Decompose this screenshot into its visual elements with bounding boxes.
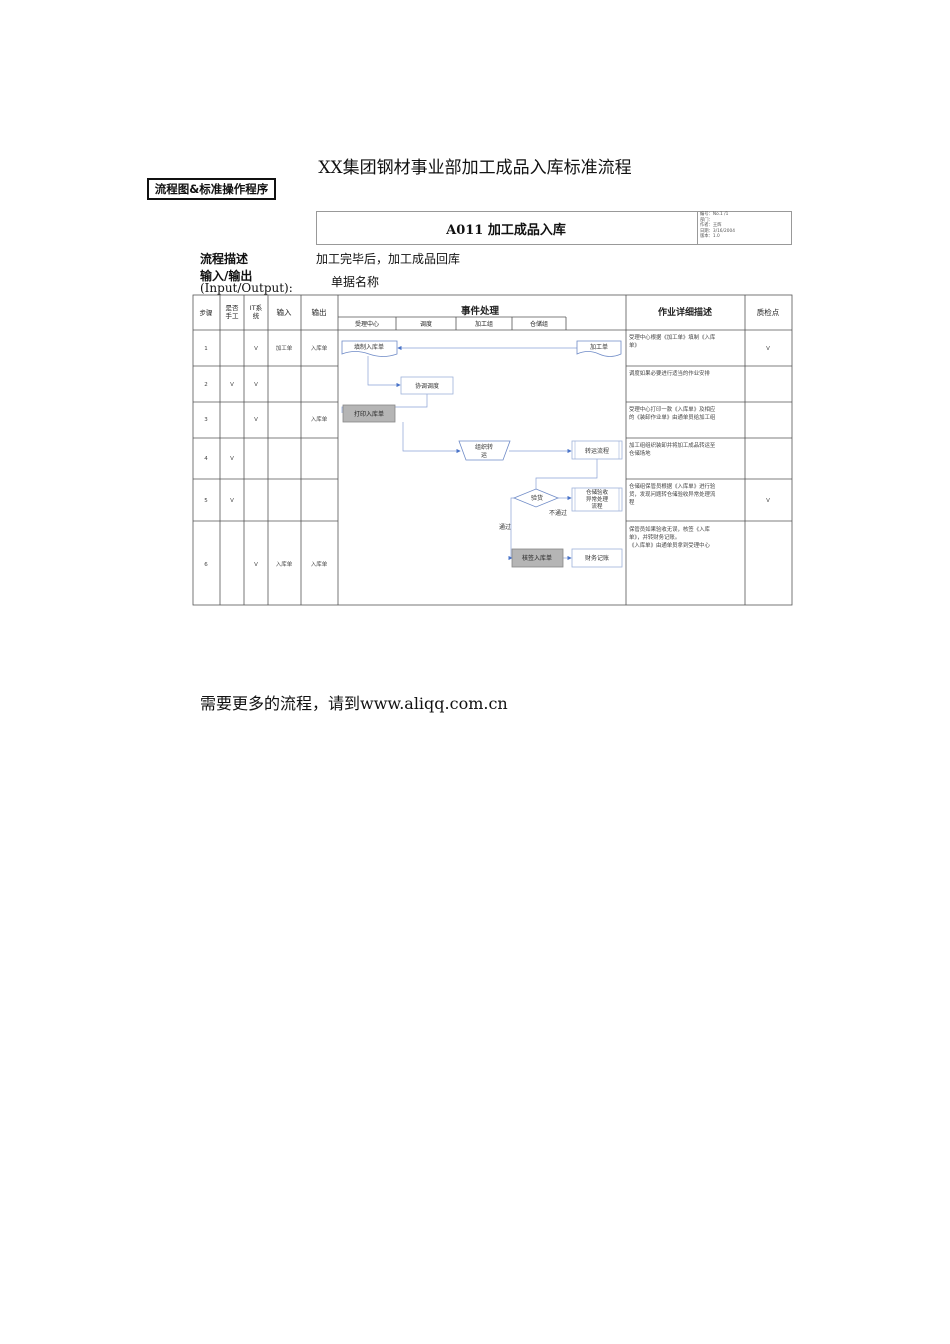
io-value: 单据名称 (331, 275, 380, 289)
detail-line: 保管员如果验收无误，核签《入库 (629, 525, 710, 533)
row-dividers (193, 365, 792, 522)
cell-output: 入库单 (311, 560, 328, 568)
meta-line: 日期：3/16/2004 (700, 228, 735, 234)
cell-step: 1 (204, 346, 208, 352)
cell-input: 加工单 (276, 344, 293, 352)
io-label: 输入/输出 (200, 269, 253, 283)
header-manual-1: 是否 (226, 304, 240, 312)
cell-step: 4 (204, 456, 208, 462)
header-detail: 作业详细描述 (658, 306, 712, 318)
flow-fail-label: 不通过 (549, 509, 567, 517)
flow-exception-box: 仓储验收 异常处理 流程 (571, 487, 623, 512)
detail-line: 加工组组织装卸并将加工成品转运至 (629, 441, 716, 449)
header-manual-2: 手工 (226, 311, 240, 320)
flow-exception-label: 仓储验收 (586, 488, 609, 496)
cell-qc: V (766, 498, 770, 504)
description-label: 流程描述 (200, 252, 249, 266)
detail-line: 受理中心根据《加工单》填制《入库 (629, 333, 716, 341)
detail-line: 单》，并转财务记账。 (629, 533, 680, 541)
detail-line: 仓储组保管员根据《入库单》进行验 (629, 482, 716, 490)
flow-finance-box: 财务记账 (571, 548, 623, 568)
flow-fill-out-doc: 填制入库单 (341, 340, 398, 357)
detail-line: 受理中心打印一款《入库单》及相应 (629, 405, 716, 413)
cell-qc: V (766, 346, 770, 352)
header-it-1: IT系 (250, 303, 263, 312)
flow-sign-box: 核签入库单 (511, 548, 564, 568)
flow-coordinate-box: 协调调度 (400, 376, 454, 395)
header-qc: 质检点 (757, 307, 780, 317)
flow-fill-out-label: 填制入库单 (354, 343, 384, 351)
cell-it: V (254, 346, 258, 352)
table-grid (192, 294, 793, 606)
flow-transfer-label: 转运流程 (585, 447, 609, 455)
connector (508, 497, 514, 561)
cell-it: V (254, 562, 258, 568)
lane-label: 仓储组 (530, 320, 548, 328)
cell-manual: V (230, 498, 234, 504)
description-value: 加工完毕后，加工成品回库 (316, 252, 461, 266)
meta-line: 作者：王辉 (700, 223, 722, 229)
flow-transfer-box: 转运流程 (571, 440, 623, 460)
connector (402, 422, 461, 454)
flow-organize-label: 运 (481, 451, 487, 459)
header-output: 输出 (312, 307, 327, 317)
cell-input: 入库单 (276, 560, 293, 568)
flow-exception-label: 异常处理 (586, 495, 609, 503)
header-divider (697, 211, 698, 245)
cell-output: 入库单 (311, 415, 328, 423)
flow-organize-label: 组织转 (475, 443, 493, 451)
flow-organize-shape: 组织转 运 (458, 440, 511, 461)
flow-pass-label: 通过 (499, 523, 511, 531)
header-it-2: 统 (253, 311, 260, 320)
detail-line: 仓储场地 (629, 449, 651, 457)
detail-line: 的《装卸作业单》由通单员给加工组 (629, 413, 716, 421)
detail-line: 程 (629, 498, 635, 506)
flow-print-label: 打印入库单 (354, 410, 384, 418)
cell-it: V (254, 417, 258, 423)
process-header-box (316, 211, 792, 245)
flow-process-order-doc: 加工单 (576, 340, 622, 357)
header-step: 步骤 (200, 308, 214, 317)
document-title: XX集团钢材事业部加工成品入库标准流程 (318, 158, 632, 178)
lane-label: 调度 (420, 320, 432, 328)
lane-label: 受理中心 (355, 320, 379, 328)
footer-note: 需要更多的流程，请到www.aliqq.com.cn (200, 694, 508, 713)
flow-finance-label: 财务记账 (585, 554, 609, 562)
cell-step: 6 (204, 562, 208, 568)
cell-step: 3 (204, 417, 208, 423)
cell-output: 入库单 (311, 344, 328, 352)
header-input: 输入 (277, 307, 292, 317)
process-header-title: A011 加工成品入库 (446, 223, 566, 238)
cell-it: V (254, 382, 258, 388)
meta-line: 部门： (700, 217, 713, 223)
flow-inspect-diamond: 验货 (512, 488, 560, 508)
flow-coordinate-label: 协调调度 (415, 382, 439, 390)
detail-line: 货，发现问题转仓储验收异常处理流 (629, 490, 716, 498)
connector (535, 459, 598, 490)
flow-print-box: 打印入库单 (342, 404, 396, 423)
cell-step: 2 (204, 382, 208, 388)
cell-step: 5 (204, 498, 208, 504)
meta-line: 编号：No.1 /1 (700, 212, 729, 217)
detail-line: 《入库单》由通单员拿到受理中心 (629, 541, 710, 549)
meta-line: 版本：1.0 (700, 234, 720, 240)
flow-exception-label: 流程 (591, 502, 603, 510)
cell-manual: V (230, 382, 234, 388)
lane-label: 加工组 (475, 320, 493, 328)
detail-line: 单》 (629, 341, 640, 349)
section-badge: 流程图&标准操作程序 (147, 178, 276, 200)
header-meta: 编号：No.1 /1 部门： 作者：王辉 日期：3/16/2004 版本：1.0 (700, 212, 735, 240)
io-label-en: (Input/Output): (200, 281, 293, 295)
flow-sign-label: 核签入库单 (522, 554, 552, 562)
detail-line: 调度如果必要进行适当的作业安排 (629, 369, 710, 377)
connector (367, 356, 401, 388)
flow-inspect-label: 验货 (531, 494, 543, 502)
cell-manual: V (230, 456, 234, 462)
flow-process-order-label: 加工单 (590, 343, 608, 351)
header-event: 事件处理 (461, 305, 500, 317)
